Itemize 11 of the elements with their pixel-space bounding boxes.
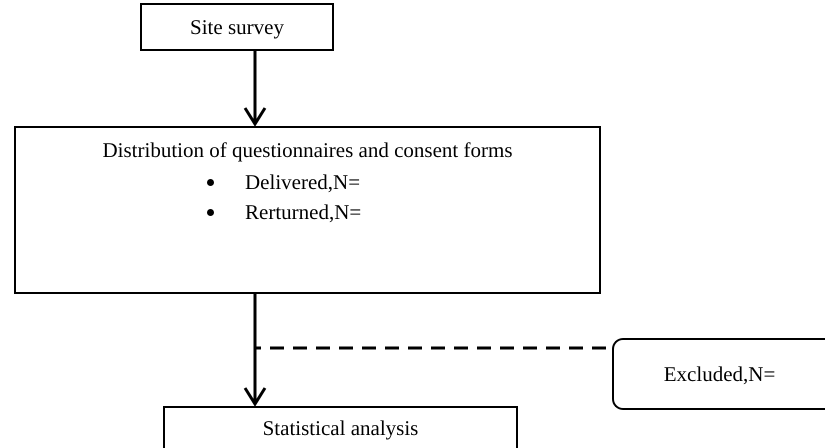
process-box — [140, 3, 334, 51]
bullet-item: Rerturned,N= — [203, 197, 362, 227]
arrow — [244, 51, 266, 126]
box-label: Distribution of questionnaires and consent forms — [102, 138, 512, 163]
bullet-item: Delivered,N= — [203, 167, 362, 197]
box-label: Site survey — [190, 14, 284, 40]
box-label: Statistical analysis — [262, 416, 418, 440]
process-box — [163, 406, 518, 448]
process-box — [612, 338, 825, 410]
process-box — [14, 126, 601, 294]
box-label: Excluded,N= — [664, 362, 776, 386]
